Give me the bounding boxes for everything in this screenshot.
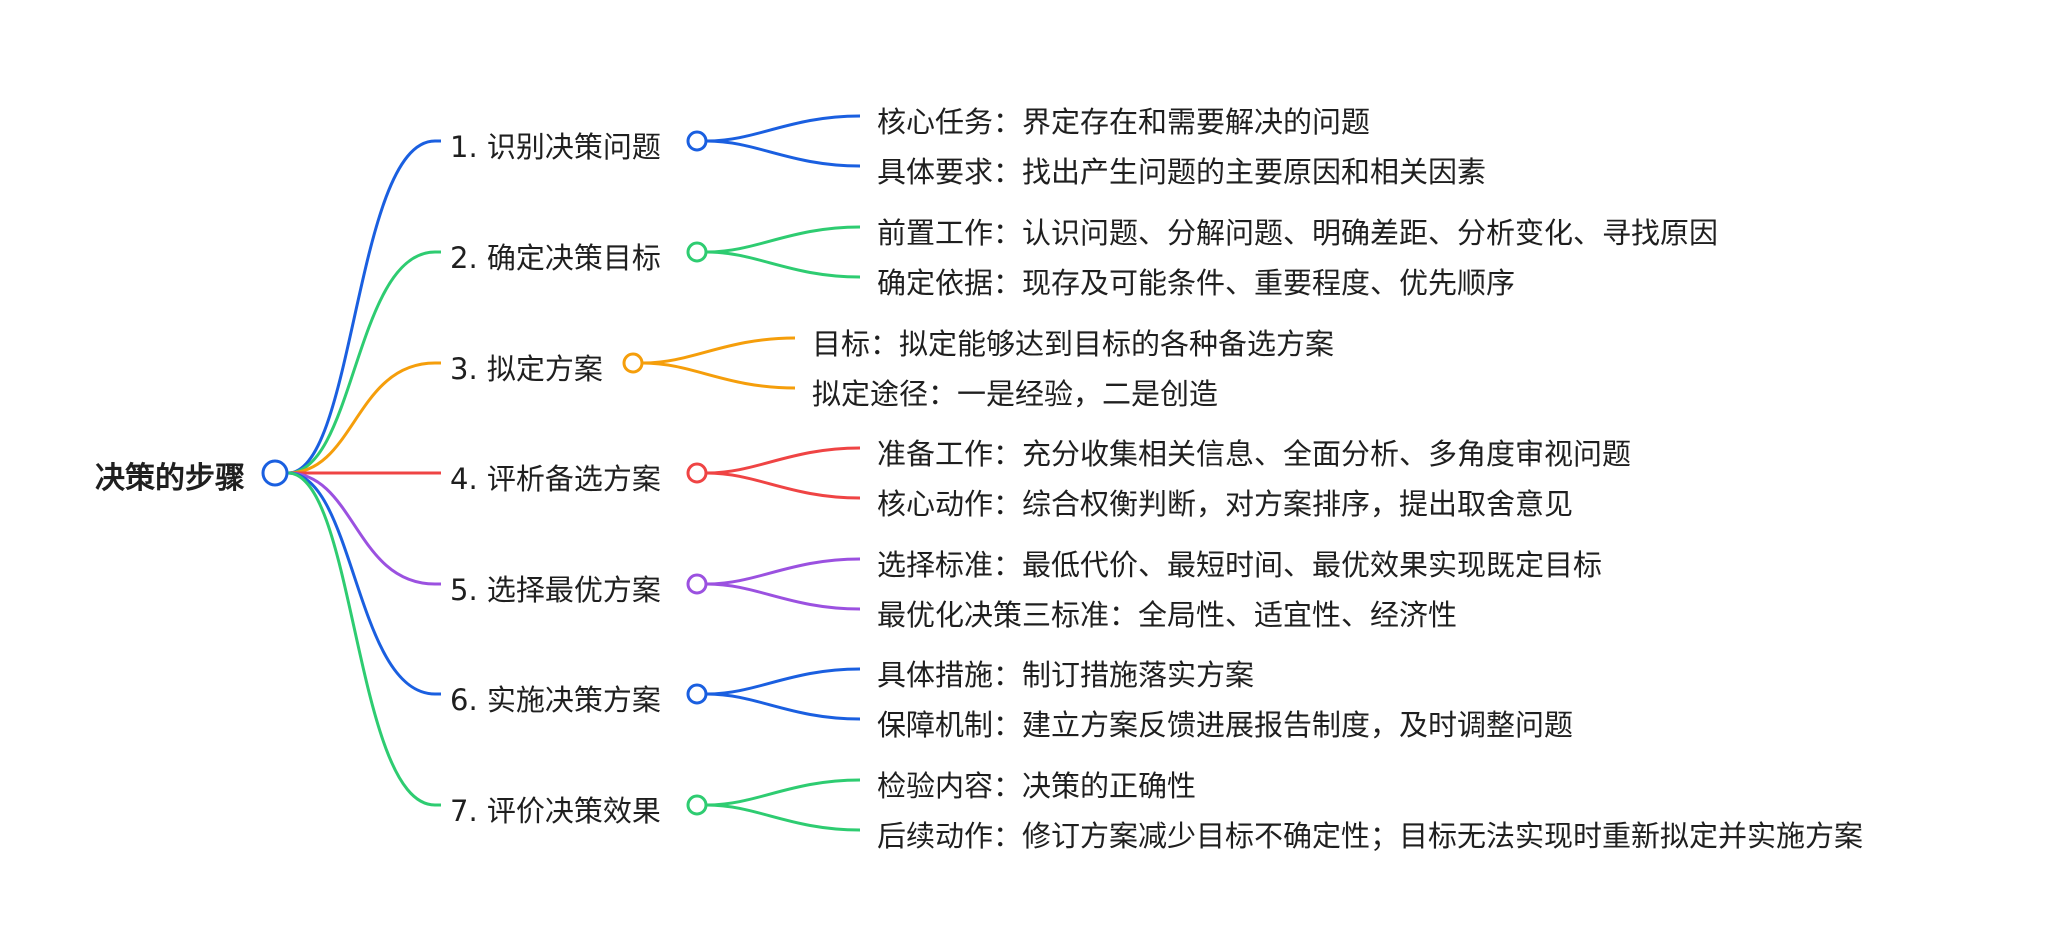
leaf-connector [706,557,861,586]
leaf-plan-goal[interactable]: 目标：拟定能够达到目标的各种备选方案 [812,327,1335,361]
branch-node-circle [686,573,708,595]
leaf-connector [706,778,861,807]
branch-connector [287,250,436,475]
leaf-effect-followup[interactable]: 后续动作：修订方案减少目标不确定性；目标无法实现时重新拟定并实施方案 [877,819,1864,853]
branch-connector [287,471,436,586]
leaf-evaluate-preparation[interactable]: 准备工作：充分收集相关信息、全面分析、多角度审视问题 [877,437,1632,471]
branch-evaluate-options[interactable]: 4. 评析备选方案 [450,462,661,496]
leaf-evaluate-core-action[interactable]: 核心动作：综合权衡判断，对方案排序，提出取舍意见 [877,487,1574,521]
leaf-identify-core-task[interactable]: 核心任务：界定存在和需要解决的问题 [877,105,1371,139]
leaf-choose-criteria[interactable]: 选择标准：最低代价、最短时间、最优效果实现既定目标 [877,548,1603,582]
branch-node-circle [622,352,644,374]
leaf-connector [706,139,861,168]
branch-implement-plan[interactable]: 6. 实施决策方案 [450,683,661,717]
leaf-objective-prework[interactable]: 前置工作：认识问题、分解问题、明确差距、分析变化、寻找原因 [877,216,1719,250]
leaf-connector [706,250,861,279]
branch-node-circle [686,130,708,152]
leaf-plan-approach[interactable]: 拟定途径：一是经验，二是创造 [812,377,1219,411]
branch-node-circle [686,241,708,263]
leaf-connector [706,114,861,143]
leaf-connector [706,692,861,721]
leaf-connector [642,361,796,390]
leaf-connector [706,446,861,475]
branch-node-circle [686,683,708,705]
branch-connector [287,471,436,696]
leaf-implement-measures[interactable]: 具体措施：制订措施落实方案 [877,658,1255,692]
branch-connector [287,139,436,475]
leaf-connector [706,803,861,832]
root-node-circle [261,459,289,487]
branch-set-objective[interactable]: 2. 确定决策目标 [450,241,661,275]
leaf-choose-three-standards[interactable]: 最优化决策三标准：全局性、适宜性、经济性 [877,598,1458,632]
leaf-effect-check[interactable]: 检验内容：决策的正确性 [877,769,1197,803]
leaf-identify-requirement[interactable]: 具体要求：找出产生问题的主要原因和相关因素 [877,155,1487,189]
branch-identify-problem[interactable]: 1. 识别决策问题 [450,130,661,164]
branch-node-circle [686,462,708,484]
branch-evaluate-effect[interactable]: 7. 评价决策效果 [450,794,661,828]
leaf-connector [706,582,861,611]
root-topic[interactable]: 决策的步骤 [95,461,245,496]
leaf-connector [706,471,861,500]
branch-choose-optimal[interactable]: 5. 选择最优方案 [450,573,661,607]
leaf-connector [642,336,796,365]
leaf-objective-basis[interactable]: 确定依据：现存及可能条件、重要程度、优先顺序 [877,266,1516,300]
leaf-connector [706,667,861,696]
leaf-connector [706,225,861,254]
branch-node-circle [686,794,708,816]
branch-connector [287,471,436,807]
branch-draft-plan[interactable]: 3. 拟定方案 [450,352,603,386]
branch-connector [287,361,436,475]
leaf-implement-safeguards[interactable]: 保障机制：建立方案反馈进展报告制度，及时调整问题 [877,708,1574,742]
